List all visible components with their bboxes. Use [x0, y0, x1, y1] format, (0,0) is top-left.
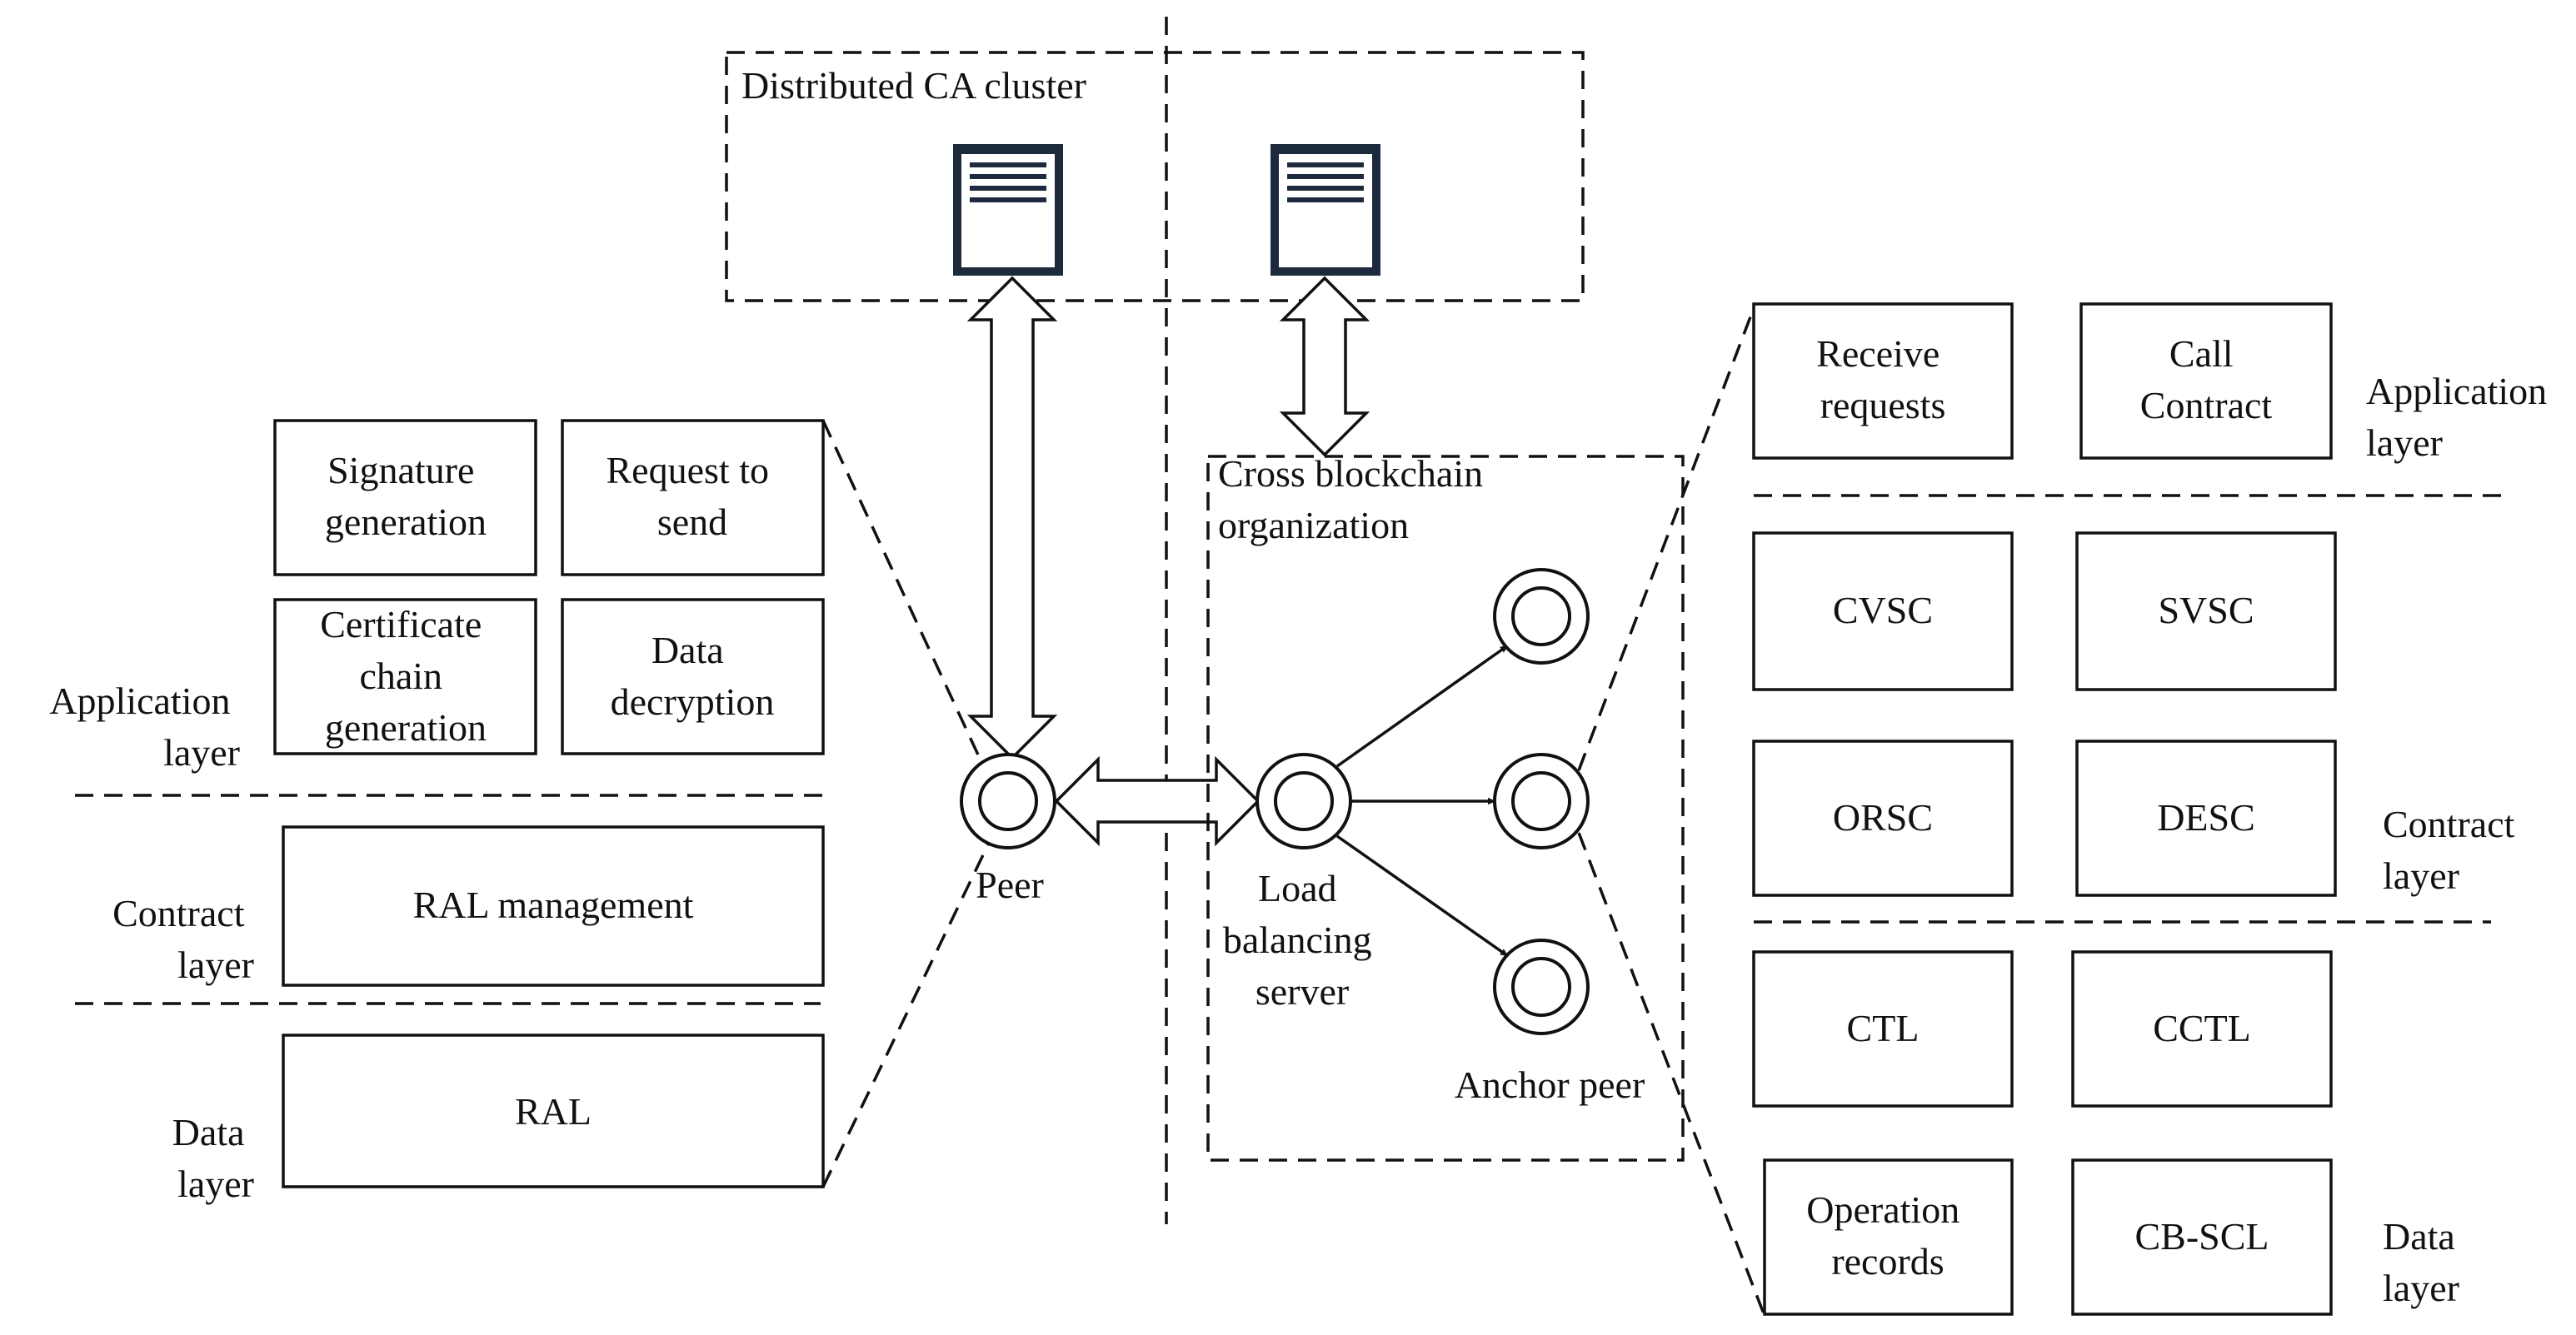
ca-crossorg-double-arrow	[1279, 276, 1370, 457]
ral-box[interactable]	[282, 1034, 825, 1188]
cvsc-box[interactable]	[1752, 531, 2014, 691]
ctl-label: CTL	[1847, 1007, 1920, 1049]
left-application-layer-label-line: layer	[163, 731, 240, 774]
desc-box[interactable]	[2075, 740, 2337, 897]
data-decryption-label-line: decryption	[611, 680, 775, 723]
right-application-layer-label-line: Application	[2366, 370, 2547, 412]
cctl-label: CCTL	[2153, 1007, 2251, 1049]
request-to-send-label: Request to send	[607, 449, 779, 543]
left-callout-bottom	[821, 840, 991, 1188]
cb-scl-label: CB-SCL	[2134, 1215, 2269, 1258]
cb-scl-box[interactable]	[2071, 1158, 2333, 1316]
cross-org-title: Cross blockchain organization	[1218, 452, 1493, 546]
orsc-box[interactable]	[1752, 740, 2014, 897]
signature-generation-label: Signature generation	[325, 449, 487, 543]
left-contract-layer-label-line: layer	[177, 944, 254, 986]
call-contract-label: Call Contract	[2140, 332, 2273, 426]
svsc-label: SVSC	[2158, 589, 2254, 631]
ca-cluster-title: Distributed CA cluster	[741, 64, 1086, 107]
right-data-layer-label-line: layer	[2383, 1267, 2459, 1309]
call-contract-label-line: Call	[2169, 332, 2234, 375]
ctl-box[interactable]	[1752, 950, 2014, 1108]
anchor-peer-label: Anchor peer	[1455, 1064, 1645, 1106]
ral-management-label: RAL management	[413, 884, 694, 926]
cvsc-label: CVSC	[1833, 589, 1933, 631]
anchor-peer-node-top[interactable]	[1493, 568, 1590, 665]
anchor-peer-node-bottom[interactable]	[1493, 939, 1590, 1035]
svsc-box[interactable]	[2075, 531, 2337, 691]
right-contract-layer-label-line: Contract	[2383, 803, 2515, 845]
operation-records-label: Operation records	[1806, 1188, 1969, 1283]
certificate-chain-generation-label-line: generation	[325, 706, 487, 749]
left-contract-layer-label: Contract layer	[112, 892, 254, 986]
right-callout-top	[1577, 307, 1755, 771]
right-contract-layer-label-line: layer	[2383, 854, 2459, 897]
left-contract-layer-label-line: Contract	[112, 892, 245, 934]
right-data-layer-label: Data layer	[2383, 1215, 2464, 1309]
load-balancer-label-line: Load	[1258, 867, 1337, 909]
ca-server-right-icon	[1271, 144, 1380, 276]
data-decryption-label: Data decryption	[611, 629, 775, 723]
signature-generation-label-line: generation	[325, 501, 487, 543]
cross-org-title-line: Cross blockchain	[1218, 452, 1483, 495]
load-balancer-label: Load balancing server	[1223, 867, 1381, 1013]
receive-requests-label: Receive requests	[1816, 332, 1949, 426]
cctl-box[interactable]	[2071, 950, 2333, 1108]
ral-management-box[interactable]	[282, 825, 825, 987]
left-data-layer-label-line: Data	[172, 1111, 245, 1153]
cross-org-boundary	[1206, 455, 1685, 1162]
request-to-send-label-line: send	[657, 501, 727, 543]
desc-label: DESC	[2157, 796, 2255, 839]
data-decryption-label-line: Data	[651, 629, 724, 671]
cross-org-group: Cross blockchain organization	[1206, 452, 1685, 1162]
certificate-chain-generation-label-line: Certificate	[320, 603, 482, 645]
right-application-layer-label: Application layer	[2366, 370, 2557, 464]
left-application-layer-label-line: Application	[49, 680, 230, 722]
signature-generation-label-line: Signature	[327, 449, 474, 491]
receive-requests-label-line: requests	[1820, 384, 1946, 426]
left-callout-top	[821, 420, 983, 763]
certificate-chain-generation-label: Certificate chain generation	[320, 603, 492, 749]
ca-cluster-group: Distributed CA cluster	[725, 51, 1585, 302]
operation-records-box[interactable]	[1763, 1158, 2014, 1316]
signature-generation-box[interactable]	[273, 419, 537, 576]
call-contract-label-line: Contract	[2140, 384, 2273, 426]
request-to-send-box[interactable]	[561, 419, 825, 576]
right-data-layer-label-line: Data	[2383, 1215, 2455, 1258]
anchor-peer-node-middle[interactable]	[1493, 753, 1590, 849]
left-application-layer-label: Application layer	[49, 680, 240, 774]
receive-requests-label-line: Receive	[1816, 332, 1939, 375]
ral-label: RAL	[515, 1090, 592, 1133]
data-decryption-box[interactable]	[561, 598, 825, 755]
certificate-chain-generation-label-line: chain	[359, 655, 442, 697]
ca-peer-double-arrow	[966, 276, 1058, 760]
cross-org-title-line: organization	[1218, 504, 1409, 546]
right-contract-layer-label: Contract layer	[2383, 803, 2524, 897]
peer-node[interactable]	[960, 753, 1056, 849]
lb-to-anchor-bottom	[1335, 834, 1510, 958]
left-data-layer-label: Data layer	[172, 1111, 254, 1205]
receive-requests-box[interactable]	[1752, 302, 2014, 460]
lb-to-anchor-top	[1335, 644, 1510, 768]
call-contract-box[interactable]	[2079, 302, 2333, 460]
right-application-layer-label-line: layer	[2366, 421, 2443, 464]
operation-records-label-line: Operation	[1806, 1188, 1959, 1231]
ca-server-left-icon	[953, 144, 1063, 276]
peer-loadbalancer-double-arrow	[1054, 755, 1261, 847]
load-balancer-label-line: balancing	[1223, 919, 1372, 961]
load-balancer-node[interactable]	[1256, 753, 1352, 849]
orsc-label: ORSC	[1833, 796, 1933, 839]
ca-cluster-boundary	[725, 51, 1585, 302]
load-balancer-label-line: server	[1256, 970, 1349, 1013]
peer-label: Peer	[976, 864, 1044, 906]
request-to-send-label-line: Request to	[607, 449, 769, 491]
operation-records-label-line: records	[1831, 1240, 1944, 1283]
certificate-chain-generation-box[interactable]	[273, 598, 537, 755]
left-data-layer-label-line: layer	[177, 1163, 254, 1205]
